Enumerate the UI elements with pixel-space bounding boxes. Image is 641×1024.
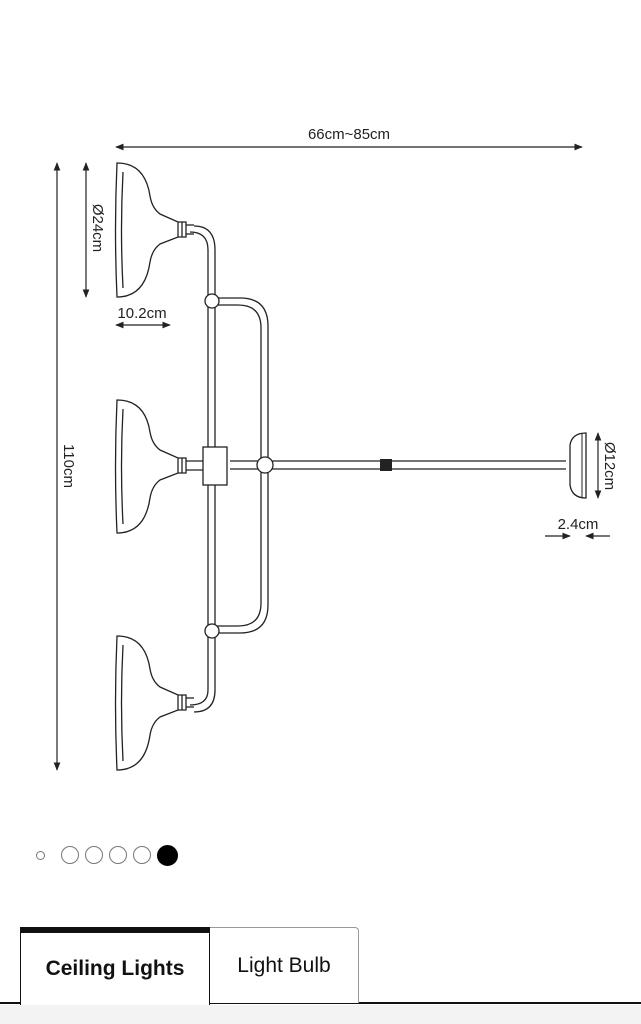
lamp-shade-top: [114, 162, 194, 298]
ceiling-canopy: [569, 432, 587, 499]
shade-depth-label: 10.2cm: [117, 305, 166, 322]
carousel-dot-4[interactable]: [109, 846, 127, 864]
tabs-baseline: [0, 1002, 641, 1004]
product-tabs: Ceiling Lights Light Bulb: [0, 927, 641, 1005]
product-dimension-diagram: 66cm~85cm 110cm Ø24cm 10.2cm Ø12cm 2.4cm: [53, 126, 618, 771]
frame-joint-bottom: [204, 623, 220, 639]
tab-ceiling-lights-label: Ceiling Lights: [45, 957, 185, 980]
tab-light-bulb[interactable]: Light Bulb: [210, 927, 359, 1003]
tab-ceiling-lights[interactable]: Ceiling Lights: [20, 927, 210, 1005]
bottom-bar: [0, 1005, 641, 1024]
carousel-dot-3[interactable]: [85, 846, 103, 864]
canopy-depth-label: 2.4cm: [558, 516, 599, 533]
frame-joint-top: [204, 293, 220, 309]
image-carousel-indicator: [36, 843, 178, 867]
shade-diameter-label: Ø24cm: [89, 204, 106, 252]
carousel-dot-6-active[interactable]: [157, 844, 178, 866]
frame-joint-center: [256, 456, 274, 474]
carousel-dot-2[interactable]: [61, 846, 79, 864]
canopy-diameter-label: Ø12cm: [601, 442, 618, 490]
arm-connector: [380, 459, 392, 471]
lamp-shade-middle: [114, 399, 203, 534]
tab-light-bulb-label: Light Bulb: [237, 953, 331, 977]
center-hub: [202, 446, 228, 486]
frame: [189, 225, 566, 713]
lamp-shade-bottom: [114, 635, 194, 771]
carousel-dot-1[interactable]: [36, 850, 45, 860]
height-label: 110cm: [60, 444, 77, 488]
width-label: 66cm~85cm: [308, 126, 390, 143]
carousel-dot-5[interactable]: [133, 846, 151, 864]
